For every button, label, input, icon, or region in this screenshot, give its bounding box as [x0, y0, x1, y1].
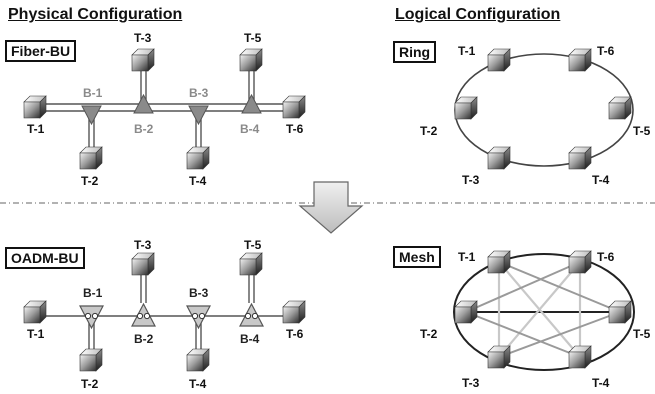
mesh-terminal-label-t6: T-6 [597, 250, 615, 264]
mesh-terminal-label-t1: T-1 [458, 250, 476, 264]
ring-terminal-label-t1: T-1 [458, 44, 476, 58]
oadm-unit-b2 [131, 302, 156, 327]
fiber-bu-label-b4: B-4 [240, 122, 260, 136]
mesh-terminal-t5-cube-icon [608, 300, 632, 324]
fiber-bu-label-b3: B-3 [189, 86, 209, 100]
physical-configuration-heading: Physical Configuration [8, 6, 183, 23]
fiber-terminal-label-t6: T-6 [286, 122, 304, 136]
oadm-unit-b4 [239, 302, 264, 327]
branching-unit-b4 [241, 93, 262, 114]
fiber-terminal-t3-cube-icon [131, 48, 155, 72]
fiber-terminal-label-t2: T-2 [81, 174, 99, 188]
oadm-bu-label-b3: B-3 [189, 286, 209, 300]
mesh-topology [453, 253, 635, 371]
mesh-terminal-label-t4: T-4 [592, 376, 610, 390]
oadm-terminal-label-t4: T-4 [189, 377, 207, 391]
ring-terminal-t5-cube-icon [608, 96, 632, 120]
ring-topology [454, 53, 634, 167]
oadm-terminal-t5-cube-icon [239, 252, 263, 276]
fiber-terminal-label-t5: T-5 [244, 31, 262, 45]
fiber-terminal-t2-cube-icon [79, 146, 103, 170]
terminal-cubes [23, 48, 632, 372]
ring-terminal-t2-cube-icon [454, 96, 478, 120]
branching-unit-b2 [133, 93, 154, 114]
fiber-terminal-t1-cube-icon [23, 95, 47, 119]
ring-terminal-label-t6: T-6 [597, 44, 615, 58]
oadm-unit-b3 [186, 305, 211, 330]
oadm-terminal-label-t2: T-2 [81, 377, 99, 391]
ring-terminal-label-t3: T-3 [462, 173, 480, 187]
branching-unit-b3 [188, 105, 209, 126]
oadm-terminal-t3-cube-icon [131, 252, 155, 276]
mesh-terminal-t3-cube-icon [487, 345, 511, 369]
oadm-terminal-t2-cube-icon [79, 348, 103, 372]
mesh-terminal-label-t2: T-2 [420, 327, 438, 341]
fiber-terminal-label-t4: T-4 [189, 174, 207, 188]
ring-label: Ring [393, 41, 437, 63]
oadm-unit-b1 [79, 305, 104, 330]
oadm-bu-label-b2: B-2 [134, 332, 154, 346]
ring-terminal-label-t4: T-4 [592, 173, 610, 187]
ring-terminal-label-t2: T-2 [420, 124, 438, 138]
oadm-terminal-label-t3: T-3 [134, 238, 152, 252]
mesh-terminal-label-t5: T-5 [633, 327, 651, 341]
fiber-terminal-t4-cube-icon [186, 146, 210, 170]
mesh-terminal-t6-cube-icon [568, 250, 592, 274]
fiber-bu-label-b1: B-1 [83, 86, 103, 100]
oadm-terminal-label-t1: T-1 [27, 327, 45, 341]
fiber-bu-label: Fiber-BU [5, 40, 77, 62]
oadm-terminal-t1-cube-icon [23, 300, 47, 324]
mesh-terminal-t4-cube-icon [568, 345, 592, 369]
fiber-bu-label-b2: B-2 [134, 122, 154, 136]
branching-unit-b1 [81, 105, 102, 126]
ring-terminal-t3-cube-icon [487, 146, 511, 170]
oadm-terminal-t6-cube-icon [282, 300, 306, 324]
fiber-terminal-label-t1: T-1 [27, 122, 45, 136]
oadm-bu-label: OADM-BU [5, 247, 85, 269]
ring-terminal-t6-cube-icon [568, 48, 592, 72]
oadm-bu-label-b4: B-4 [240, 332, 260, 346]
oadm-terminal-label-t5: T-5 [244, 238, 262, 252]
fiber-terminal-label-t3: T-3 [134, 31, 152, 45]
logical-configuration-heading: Logical Configuration [395, 6, 561, 23]
fiber-terminal-t5-cube-icon [239, 48, 263, 72]
oadm-bu-label-b1: B-1 [83, 286, 103, 300]
oadm-terminal-t4-cube-icon [186, 348, 210, 372]
mesh-terminal-t2-cube-icon [454, 300, 478, 324]
ring-terminal-t4-cube-icon [568, 146, 592, 170]
mesh-terminal-t1-cube-icon [487, 250, 511, 274]
fiber-bu-network [45, 68, 290, 150]
down-arrow-icon [298, 181, 364, 234]
oadm-terminal-label-t6: T-6 [286, 327, 304, 341]
mesh-terminal-label-t3: T-3 [462, 376, 480, 390]
mesh-label: Mesh [393, 246, 441, 268]
ring-terminal-t1-cube-icon [487, 48, 511, 72]
fiber-terminal-t6-cube-icon [282, 95, 306, 119]
ring-terminal-label-t5: T-5 [633, 124, 651, 138]
